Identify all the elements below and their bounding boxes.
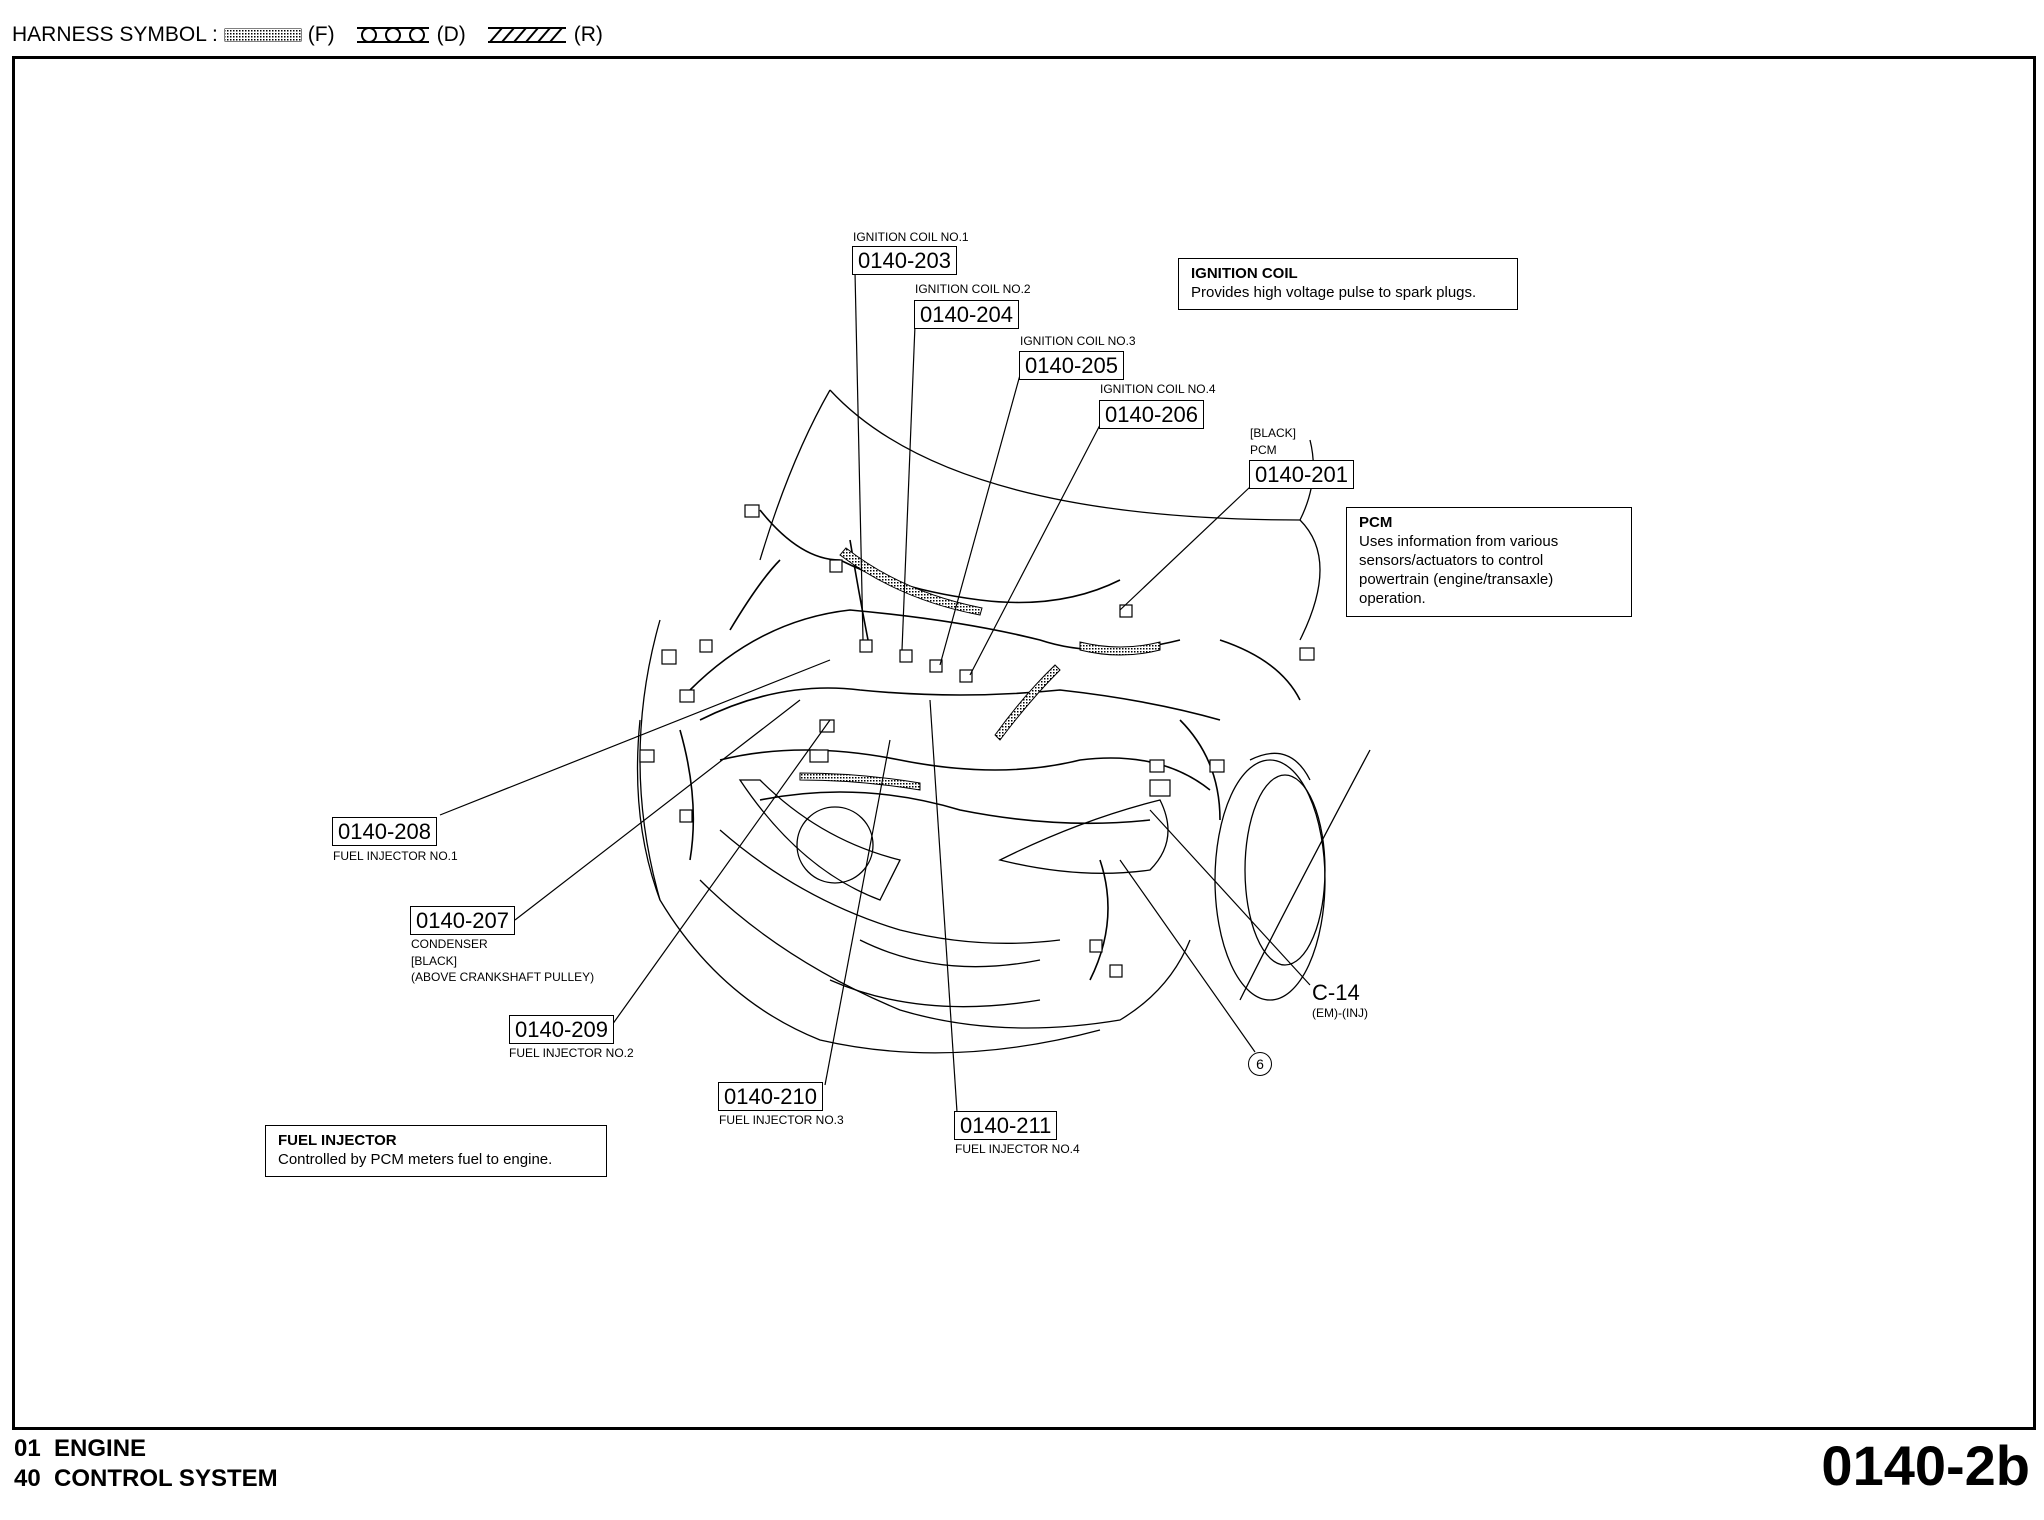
fuel-injector-info-box: FUEL INJECTOR Controlled by PCM meters f… <box>265 1125 607 1177</box>
c207-code: 0140-207 <box>410 906 515 935</box>
footer-line-2-text: CONTROL SYSTEM <box>54 1465 278 1492</box>
c206-label: IGNITION COIL NO.4 <box>1100 382 1216 396</box>
footer-line-1-text: ENGINE <box>54 1435 147 1462</box>
c201-color: [BLACK] <box>1250 426 1297 440</box>
c210-code: 0140-210 <box>718 1082 823 1111</box>
fuel-injector-info-text: Controlled by PCM meters fuel to engine. <box>278 1151 553 1168</box>
c204-code: 0140-204 <box>914 300 1019 329</box>
c201-code: 0140-201 <box>1249 460 1354 489</box>
c211-code: 0140-211 <box>954 1111 1058 1140</box>
c14-code: C-14 <box>1312 980 1360 1005</box>
footer-section-labels: 01 ENGINE 40 CONTROL SYSTEM <box>14 1434 278 1494</box>
c207-note: (ABOVE CRANKSHAFT PULLEY) <box>411 970 595 984</box>
pcm-info-line: Uses information from various <box>1359 533 1559 550</box>
footer-line-1: 01 ENGINE <box>14 1434 278 1464</box>
c210-label: FUEL INJECTOR NO.3 <box>719 1113 844 1127</box>
leader-lines <box>439 271 1311 1113</box>
footer-line-2-num: 40 <box>14 1465 41 1492</box>
c14-note: (EM)-(INJ) <box>1312 1006 1368 1020</box>
harness-r-code: (R) <box>573 23 603 46</box>
footer-line-1-num: 01 <box>14 1435 41 1462</box>
wiring-harness <box>679 509 1301 981</box>
pcm-info-line: powertrain (engine/transaxle) <box>1359 571 1554 588</box>
c209-code: 0140-209 <box>509 1015 614 1044</box>
harness-connector-blocks <box>639 504 1315 978</box>
c209-label: FUEL INJECTOR NO.2 <box>509 1046 634 1060</box>
harness-taped-sections <box>799 547 1161 791</box>
harness-symbol-label: HARNESS SYMBOL : <box>12 23 218 46</box>
pcm-info-line: operation. <box>1359 590 1426 607</box>
c208-code: 0140-208 <box>332 817 437 846</box>
diagram-frame <box>12 56 2036 1430</box>
c208-label: FUEL INJECTOR NO.1 <box>333 849 458 863</box>
ignition-coil-info-text: Provides high voltage pulse to spark plu… <box>1191 284 1477 301</box>
harness-d-code: (D) <box>436 23 466 46</box>
ignition-coil-info-title: IGNITION COIL <box>1191 265 1298 282</box>
c203-code: 0140-203 <box>852 246 957 275</box>
pcm-info-box: PCM Uses information from various sensor… <box>1346 507 1632 617</box>
harness-symbol-legend: HARNESS SYMBOL : (F) (D) (R) <box>12 20 617 50</box>
harness-f-symbol-icon <box>224 27 302 43</box>
harness-f-code: (F) <box>307 23 335 46</box>
c201-label: PCM <box>1250 443 1277 457</box>
c207-label: CONDENSER <box>411 937 488 951</box>
harness-r-symbol-icon <box>486 26 568 44</box>
fuel-injector-info-title: FUEL INJECTOR <box>278 1132 397 1149</box>
page-number: 0140-2b <box>1821 1434 2030 1497</box>
c204-label: IGNITION COIL NO.2 <box>915 282 1031 296</box>
ground-point-marker: 6 <box>1248 1052 1272 1076</box>
pcm-info-line: sensors/actuators to control <box>1359 552 1544 569</box>
c205-code: 0140-205 <box>1019 351 1124 380</box>
c206-code: 0140-206 <box>1099 400 1204 429</box>
ignition-coil-info-box: IGNITION COIL Provides high voltage puls… <box>1178 258 1518 310</box>
c211-label: FUEL INJECTOR NO.4 <box>955 1142 1080 1156</box>
c205-label: IGNITION COIL NO.3 <box>1020 334 1136 348</box>
pcm-info-title: PCM <box>1359 514 1393 531</box>
c207-color: [BLACK] <box>411 954 458 968</box>
car-body-outline <box>636 389 1371 1054</box>
footer-line-2: 40 CONTROL SYSTEM <box>14 1464 278 1494</box>
harness-d-symbol-icon <box>355 26 431 44</box>
c203-label: IGNITION COIL NO.1 <box>853 230 969 244</box>
